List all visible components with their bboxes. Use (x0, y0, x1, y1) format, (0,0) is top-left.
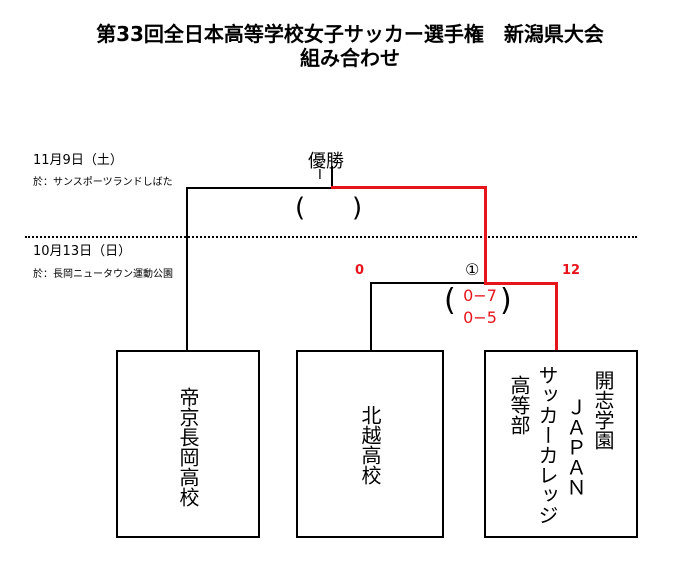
team-box-hokuetsu: 北越高校 (296, 350, 444, 538)
final-date: 11月9日（土） (33, 153, 123, 168)
semi-date: 10月13日（日） (33, 244, 132, 259)
team-name: 北越高校 (358, 405, 382, 485)
team1-line (186, 187, 188, 351)
semi-match-number: ① (465, 260, 480, 279)
final-score-bracket-right: ) (352, 193, 363, 223)
page-subtitle: 組み合わせ (300, 46, 400, 70)
team-box-teikyo-nagaoka: 帝京長岡高校 (116, 350, 260, 538)
final-venue: 於：サンスポーツランドしばた (33, 177, 173, 188)
team-name-line1: 開志学園 (591, 370, 615, 450)
team2-line (370, 282, 372, 351)
team-name-line3: サッカーカレッジ (535, 365, 559, 525)
semi-score-bracket-left: ( (444, 283, 456, 318)
semi-bar-right-winner (484, 282, 558, 285)
final-match-number: I (318, 168, 322, 183)
page-title: 第33回全日本高等学校女子サッカー選手権 新潟県大会 (96, 22, 604, 46)
team-name-line2: ＪＡＰＡＮ (563, 397, 587, 497)
team-box-kaishi-japan: 開志学園 ＪＡＰＡＮ サッカーカレッジ 高等部 (484, 350, 638, 538)
semi-venue: 於：長岡ニュータウン運動公園 (33, 269, 173, 280)
team-name-line4: 高等部 (507, 375, 531, 435)
final-score-bracket-left: ( (295, 193, 306, 223)
round-divider (25, 236, 637, 238)
semi-score-right: 12 (562, 263, 581, 278)
semi-score-left: 0 (355, 263, 365, 278)
final-stem-line (331, 166, 333, 188)
final-bar-left (186, 187, 333, 189)
semi-period1-score: 0−7 (463, 286, 497, 305)
semi-bar-left (370, 282, 485, 284)
final-drop-winner (484, 186, 487, 284)
winner-label: 優勝 (308, 151, 344, 172)
final-bar-right-winner (331, 186, 487, 189)
semi-period2-score: 0−5 (463, 308, 497, 327)
team3-line-winner (555, 282, 558, 351)
semi-score-bracket-right: ) (500, 283, 512, 318)
team-name: 帝京長岡高校 (176, 387, 200, 507)
